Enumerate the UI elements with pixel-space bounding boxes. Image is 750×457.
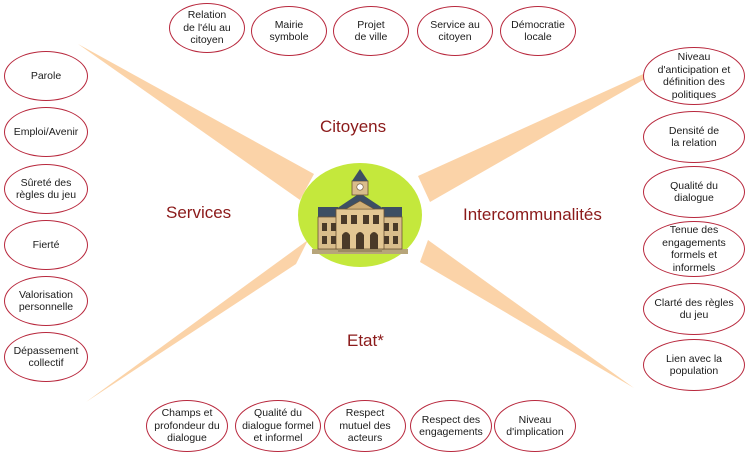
oval-niveau-anticipation: Niveau d'anticipation et définition des … xyxy=(643,47,745,105)
oval-niveau-implication: Niveau d'implication xyxy=(494,400,576,452)
ray-upper-right xyxy=(418,52,692,202)
oval-qualite-dialogue: Qualité du dialogue xyxy=(643,166,745,218)
label-services: Services xyxy=(166,203,232,222)
oval-service-au-citoyen: Service au citoyen xyxy=(417,6,493,56)
label-etat: Etat* xyxy=(347,331,384,350)
oval-qualite-dialogue-formel: Qualité du dialogue formel et informel xyxy=(235,400,321,452)
oval-champs-profondeur-dialogue: Champs et profondeur du dialogue xyxy=(146,400,228,452)
oval-surete-regles: Sûreté des règles du jeu xyxy=(4,164,88,214)
center-hub xyxy=(298,163,422,267)
oval-tenue-engagements: Tenue des engagements formels et informe… xyxy=(643,221,745,277)
oval-depassement-collectif: Dépassement collectif xyxy=(4,332,88,382)
label-intercommunalites: Intercommunalités xyxy=(463,205,602,224)
oval-relation-elu-citoyen: Relation de l'élu au citoyen xyxy=(169,3,245,53)
oval-respect-mutuel: Respect mutuel des acteurs xyxy=(324,400,406,452)
oval-respect-engagements: Respect des engagements xyxy=(410,400,492,452)
oval-projet-de-ville: Projet de ville xyxy=(333,6,409,56)
oval-valorisation-personnelle: Valorisation personnelle xyxy=(4,276,88,326)
oval-parole: Parole xyxy=(4,51,88,101)
ray-upper-left xyxy=(78,44,314,200)
ray-lower-right xyxy=(420,240,634,388)
town-hall-icon xyxy=(312,169,408,254)
oval-democratie-locale: Démocratie locale xyxy=(500,6,576,56)
oval-fierte: Fierté xyxy=(4,220,88,270)
oval-mairie-symbole: Mairie symbole xyxy=(251,6,327,56)
oval-lien-population: Lien avec la population xyxy=(643,339,745,391)
ray-lower-left xyxy=(86,240,308,402)
oval-emploi-avenir: Emploi/Avenir xyxy=(4,107,88,157)
label-citoyens: Citoyens xyxy=(320,117,387,136)
oval-densite-relation: Densité de la relation xyxy=(643,111,745,163)
oval-clarte-regles: Clarté des règles du jeu xyxy=(643,283,745,335)
